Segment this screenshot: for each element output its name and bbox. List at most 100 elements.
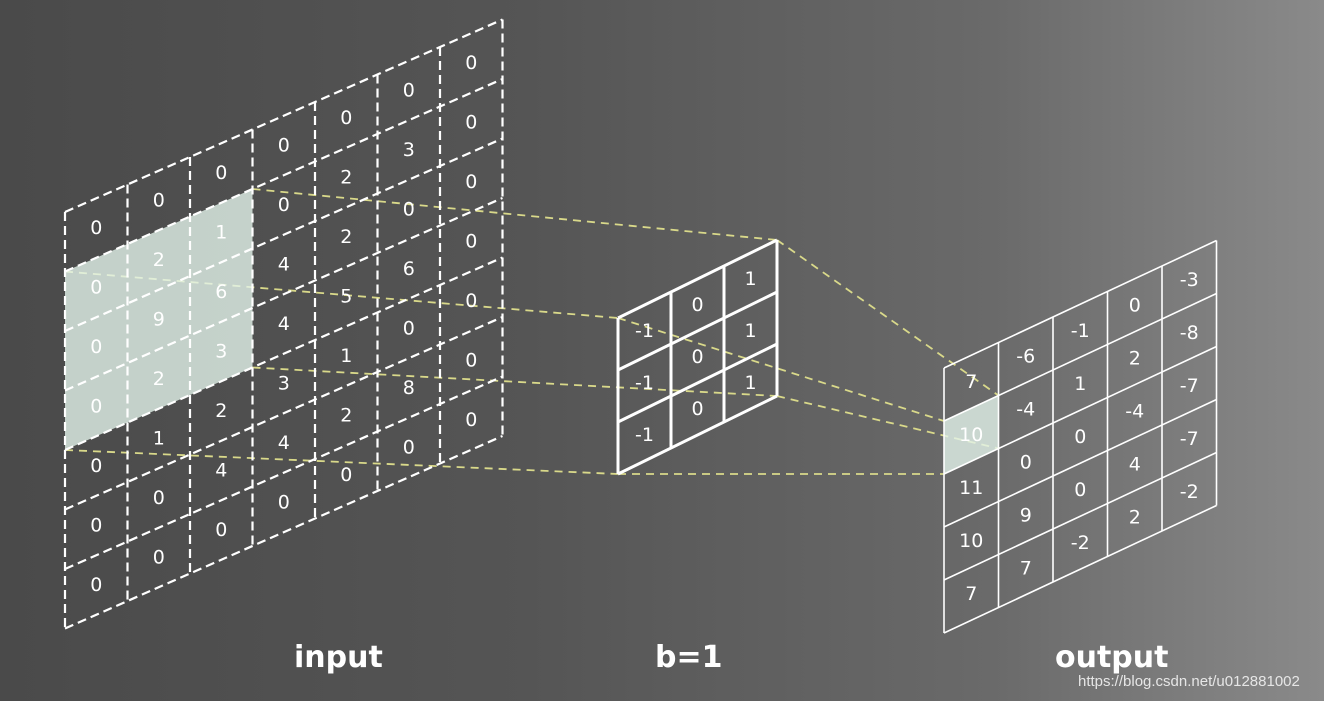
output-cell-value: -1	[1071, 320, 1090, 342]
input-cell-value: 0	[278, 194, 290, 216]
output-cell-value: 11	[959, 477, 983, 499]
grid-row-line	[64, 137, 503, 333]
input-cell-value: 0	[90, 515, 102, 537]
input-cell-value: 6	[403, 258, 415, 280]
kernel-cell-value: 1	[744, 372, 756, 394]
grid-row-line	[943, 398, 1217, 528]
output-cell-value: 7	[1020, 557, 1032, 579]
grid-row-line	[943, 345, 1217, 475]
input-cell-value: 0	[465, 52, 477, 74]
grid-row-line	[943, 451, 1217, 581]
kernel-cell-value: 0	[691, 346, 703, 368]
input-cell-value: 0	[465, 290, 477, 312]
grid-row-line	[943, 504, 1217, 634]
output-cell-value: 10	[959, 530, 983, 552]
input-cell-value: 6	[215, 281, 227, 303]
output-cell-value: -2	[1180, 481, 1199, 503]
input-kernel-projection-line	[64, 270, 619, 319]
grid-row-line	[943, 239, 1217, 369]
watermark-text: https://blog.csdn.net/u012881002	[1078, 673, 1300, 690]
output-cell-value: 9	[1020, 504, 1032, 526]
input-kernel-projection-line	[252, 366, 778, 397]
input-cell-value: 2	[153, 249, 165, 271]
input-grid: 0000000021023009642000234560012310000442…	[63, 18, 504, 630]
input-cell-value: 0	[153, 487, 165, 509]
input-cell-value: 0	[340, 107, 352, 129]
input-cell-value: 0	[90, 336, 102, 358]
output-cell-value: -6	[1016, 345, 1035, 367]
input-cell-value: 2	[340, 405, 352, 427]
output-cell-value: 7	[965, 583, 977, 605]
input-cell-value: 0	[215, 162, 227, 184]
grid-row-line	[64, 434, 503, 630]
output-cell-value: 1	[1074, 373, 1086, 395]
kernel-label: b=1	[655, 640, 723, 675]
input-cell-value: 4	[278, 313, 290, 335]
input-cell-value: 3	[403, 139, 415, 161]
input-cell-value: 2	[340, 167, 352, 189]
output-cell-value: 0	[1074, 479, 1086, 501]
grid-row-line	[617, 238, 778, 320]
kernel-cell-value: 1	[744, 320, 756, 342]
output-cell-value: -2	[1071, 532, 1090, 554]
output-cell-value: 0	[1074, 426, 1086, 448]
input-cell-value: 3	[215, 341, 227, 363]
input-kernel-projection-line	[252, 188, 778, 241]
input-cell-value: 4	[215, 460, 227, 482]
output-cell-value: 2	[1129, 347, 1141, 369]
input-cell-value: 4	[278, 432, 290, 454]
input-cell-value: 0	[403, 80, 415, 102]
input-cell-value: 0	[465, 231, 477, 253]
kernel-cell-value: 1	[744, 268, 756, 290]
grid-row-line	[617, 394, 778, 476]
input-cell-value: 1	[215, 222, 227, 244]
input-cell-value: 9	[153, 309, 165, 331]
input-cell-value: 1	[153, 428, 165, 450]
input-cell-value: 0	[153, 547, 165, 569]
input-cell-value: 0	[403, 199, 415, 221]
input-cell-value: 0	[215, 519, 227, 541]
output-cell-value: 2	[1129, 506, 1141, 528]
input-cell-value: 0	[90, 455, 102, 477]
input-cell-value: 2	[153, 368, 165, 390]
output-cell-value: 0	[1020, 451, 1032, 473]
input-cell-value: 0	[403, 437, 415, 459]
output-label: output	[1055, 640, 1169, 675]
input-cell-value: 0	[278, 135, 290, 157]
kernel-cell-value: -1	[635, 372, 654, 394]
kernel-output-projection-line	[617, 317, 945, 422]
grid-row-line	[64, 256, 503, 452]
output-cell-value: -7	[1180, 428, 1199, 450]
kernel-cell-value: 0	[691, 294, 703, 316]
input-cell-value: 0	[278, 492, 290, 514]
grid-row-line	[617, 290, 778, 372]
input-cell-value: 4	[278, 254, 290, 276]
output-cell-value: 4	[1129, 453, 1141, 475]
input-cell-value: 1	[340, 345, 352, 367]
kernel-output-projection-line	[776, 239, 1000, 397]
input-cell-value: 0	[465, 409, 477, 431]
kernel-cell-value: -1	[635, 424, 654, 446]
grid-row-line	[943, 292, 1217, 422]
output-cell-value: -8	[1180, 322, 1199, 344]
input-cell-value: 0	[465, 171, 477, 193]
input-cell-value: 0	[465, 350, 477, 372]
kernel-cell-value: 0	[691, 398, 703, 420]
input-cell-value: 0	[90, 217, 102, 239]
input-cell-value: 3	[278, 373, 290, 395]
grid-row-line	[64, 375, 503, 571]
input-cell-value: 0	[90, 574, 102, 596]
output-cell-value: 10	[959, 424, 983, 446]
input-cell-value: 0	[90, 277, 102, 299]
output-cell-value: 7	[965, 371, 977, 393]
input-cell-value: 0	[340, 464, 352, 486]
input-receptive-field-highlight	[65, 189, 253, 450]
output-cell-value: -4	[1016, 398, 1035, 420]
input-cell-value: 2	[215, 400, 227, 422]
grid-row-line	[64, 18, 503, 214]
output-cell-value: 0	[1129, 294, 1141, 316]
kernel-grid: -101-101-101	[616, 238, 779, 476]
input-cell-value: 0	[153, 190, 165, 212]
